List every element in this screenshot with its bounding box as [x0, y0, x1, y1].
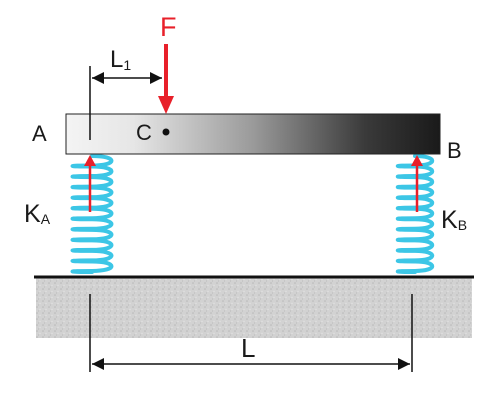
span-dimension: [89, 294, 413, 372]
point-c-label: C: [136, 120, 152, 145]
end-b-label: B: [447, 138, 462, 163]
reaction-arrow-b: [411, 155, 423, 212]
reaction-arrow-a: [84, 155, 96, 212]
spring-b: [395, 154, 435, 274]
force-arrow: [158, 44, 174, 114]
end-a-label: A: [32, 121, 47, 146]
ground: [34, 275, 474, 338]
force-label: F: [160, 12, 177, 42]
span-label: L: [241, 333, 255, 363]
spring-a: [70, 154, 114, 274]
beam: [65, 113, 441, 155]
kb-label: KB: [441, 206, 467, 234]
l1-label: L1: [110, 46, 131, 73]
ka-label: KA: [24, 200, 51, 228]
point-c-dot: [162, 128, 170, 136]
l1-dimension: [89, 66, 162, 140]
